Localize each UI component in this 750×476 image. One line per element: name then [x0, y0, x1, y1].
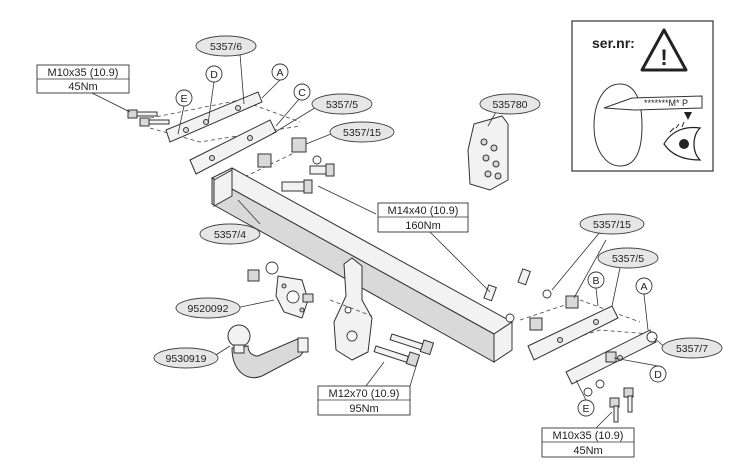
bracket-535780	[467, 115, 509, 191]
part-label-5357-5-right: 5357/5	[597, 247, 659, 269]
bolt-m10-top-1	[127, 109, 158, 119]
warning-triangle-icon: !	[640, 28, 688, 72]
bolt-spec-bottom-right: M10x35 (10.9) 45Nm	[541, 427, 635, 458]
plate-5357-6	[165, 91, 263, 143]
svg-text:45Nm: 45Nm	[573, 445, 602, 457]
svg-text:5357/6: 5357/6	[210, 41, 242, 53]
svg-text:M10x35 (10.9): M10x35 (10.9)	[48, 67, 119, 79]
serial-label: ser.nr:	[592, 35, 635, 51]
svg-text:D: D	[210, 69, 218, 81]
part-label-9530919: 9530919	[153, 347, 219, 369]
svg-text:535780: 535780	[492, 99, 527, 111]
svg-text:5357/4: 5357/4	[214, 229, 246, 241]
bolt-spec-top-left: M10x35 (10.9) 45Nm	[36, 64, 130, 94]
plate-5357-15-right	[529, 317, 543, 331]
svg-text:B: B	[592, 275, 599, 287]
svg-text:5357/15: 5357/15	[593, 219, 631, 231]
svg-text:D: D	[654, 369, 662, 381]
part-label-5357-15-right: 5357/15	[579, 213, 645, 235]
letter-E-top: E	[175, 89, 193, 107]
svg-text:M12x70 (10.9): M12x70 (10.9)	[329, 388, 400, 400]
part-label-9520092: 9520092	[175, 297, 241, 319]
svg-text:A: A	[276, 67, 283, 79]
svg-text:M10x35 (10.9): M10x35 (10.9)	[553, 430, 624, 442]
serial-plate-text: *******M* P	[644, 98, 688, 108]
part-label-5357-15-top: 5357/15	[329, 121, 395, 143]
bolt-m10-top-2	[139, 117, 170, 127]
svg-text:45Nm: 45Nm	[68, 81, 97, 93]
svg-text:5357/7: 5357/7	[676, 343, 708, 355]
bolt-m12x70-set	[329, 299, 435, 368]
svg-text:5357/15: 5357/15	[343, 127, 381, 139]
svg-text:5357/5: 5357/5	[612, 253, 644, 265]
letter-D-right: D	[649, 365, 667, 383]
eye-icon	[663, 121, 702, 161]
bolt-spec-center: M14x40 (10.9) 160Nm	[377, 202, 469, 233]
svg-text:M14x40 (10.9): M14x40 (10.9)	[388, 205, 459, 217]
tow-ball-9530919	[227, 324, 309, 379]
leader-lines	[89, 53, 667, 429]
part-label-5357-6: 5357/6	[195, 35, 257, 57]
svg-text:9530919: 9530919	[166, 353, 207, 365]
part-label-5357-4: 5357/4	[199, 223, 261, 245]
serial-number-panel: ser.nr: ! *******M* P	[571, 20, 714, 172]
bolt-m14x40-set	[281, 163, 531, 302]
letter-B-right: B	[587, 271, 605, 289]
svg-text:95Nm: 95Nm	[349, 403, 378, 415]
svg-text:160Nm: 160Nm	[405, 220, 440, 232]
svg-text:5357/5: 5357/5	[326, 99, 358, 111]
left-bracket-assembly	[127, 91, 322, 184]
bolt-spec-bottom-center: M12x70 (10.9) 95Nm	[317, 385, 411, 416]
svg-text:9520092: 9520092	[188, 303, 229, 315]
letter-C-top: C	[293, 83, 311, 101]
letter-D-top: D	[205, 65, 223, 83]
svg-text:A: A	[640, 281, 647, 293]
svg-text:!: !	[660, 45, 667, 70]
letter-A-right: A	[635, 277, 653, 295]
svg-text:E: E	[180, 93, 187, 105]
plate-5357-5-right	[527, 305, 619, 361]
letter-A-top: A	[271, 63, 289, 81]
part-label-535780: 535780	[479, 93, 541, 115]
letter-E-right: E	[577, 399, 595, 417]
part-label-5357-5-top: 5357/5	[311, 93, 373, 115]
socket-plate-9520092	[247, 261, 314, 319]
plate-5357-15-top	[291, 137, 307, 153]
part-label-5357-7: 5357/7	[661, 337, 723, 359]
svg-text:C: C	[298, 87, 306, 99]
svg-text:E: E	[582, 403, 589, 415]
